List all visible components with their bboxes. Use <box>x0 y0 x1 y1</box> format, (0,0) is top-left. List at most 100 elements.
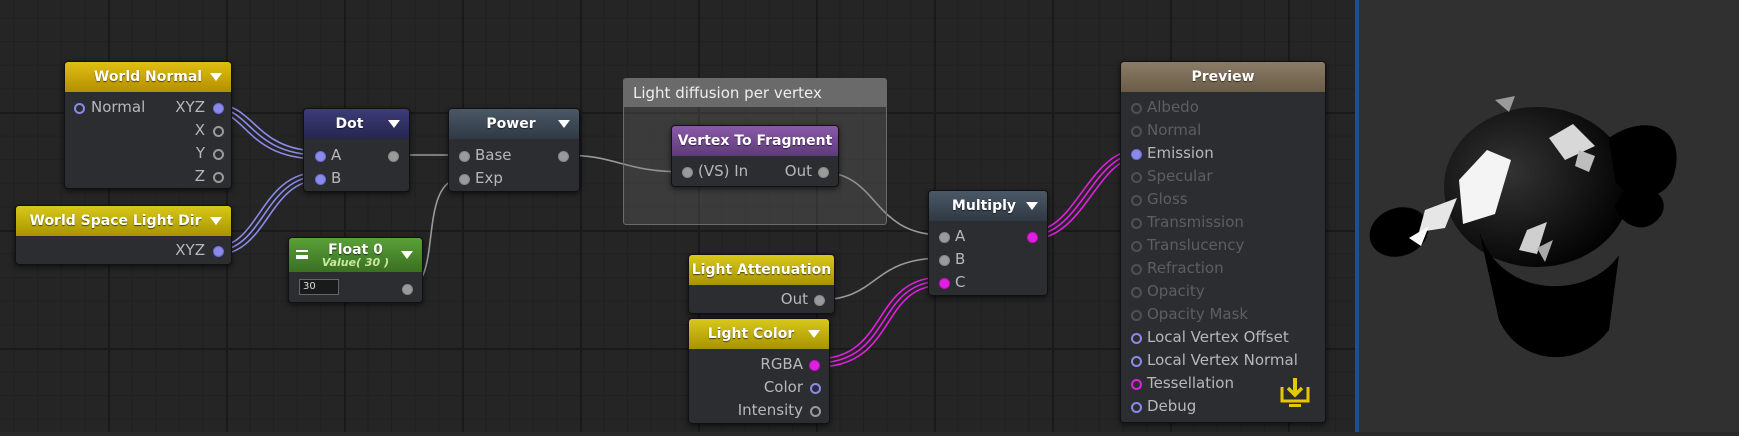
port-label: Gloss <box>1147 190 1188 208</box>
port-label: Refraction <box>1147 259 1224 277</box>
node-header[interactable]: Preview <box>1121 62 1325 92</box>
input-port-refraction[interactable] <box>1131 264 1142 275</box>
output-port-x[interactable] <box>213 126 224 137</box>
output-port-y[interactable] <box>213 149 224 160</box>
preview-model-monkey-head <box>1369 96 1677 358</box>
node-multiply[interactable]: Multiply A B C <box>928 190 1048 296</box>
node-vertex-to-fragment[interactable]: Vertex To Fragment (VS) In Out <box>671 125 839 187</box>
input-port-local-vertex-normal[interactable] <box>1131 356 1142 367</box>
input-port-albedo[interactable] <box>1131 103 1142 114</box>
port-label: Debug <box>1147 397 1197 415</box>
input-port-a[interactable] <box>315 151 326 162</box>
input-port-c[interactable] <box>939 278 950 289</box>
port-label: Emission <box>1147 144 1214 162</box>
group-title: Light diffusion per vertex <box>624 79 886 107</box>
dropdown-triangle-icon[interactable] <box>558 120 570 128</box>
output-port-z[interactable] <box>213 172 224 183</box>
port-label: B <box>331 169 342 187</box>
node-title: Power <box>486 116 536 132</box>
node-world-normal[interactable]: World Normal Normal XYZ X Y Z <box>64 61 232 189</box>
port-label: Normal <box>91 98 146 116</box>
input-port-transmission[interactable] <box>1131 218 1142 229</box>
preview-viewport[interactable] <box>1359 0 1739 432</box>
port-label: XYZ <box>175 98 205 116</box>
output-port[interactable] <box>388 151 399 162</box>
input-port-local-vertex-offset[interactable] <box>1131 333 1142 344</box>
node-light-color[interactable]: Light Color RGBA Color Intensity <box>688 318 830 424</box>
port-label: RGBA <box>760 355 803 373</box>
input-port-base[interactable] <box>459 151 470 162</box>
node-output-preview[interactable]: Preview Albedo Normal Emission Specular … <box>1120 61 1326 423</box>
node-title: Vertex To Fragment <box>677 133 833 149</box>
output-port-intensity[interactable] <box>810 406 821 417</box>
node-header[interactable]: Light Attenuation <box>689 255 834 285</box>
float-value-input[interactable]: 30 <box>299 279 339 295</box>
port-label: A <box>331 146 342 164</box>
dropdown-triangle-icon[interactable] <box>401 251 413 259</box>
output-port[interactable] <box>558 151 569 162</box>
port-label: Z <box>194 167 205 185</box>
port-label: Local Vertex Offset <box>1147 328 1289 346</box>
input-port-normal[interactable] <box>74 103 85 114</box>
node-dot[interactable]: Dot A B <box>303 108 410 192</box>
node-header[interactable]: World Space Light Dir <box>16 206 231 236</box>
node-float-0[interactable]: Float 0 Value( 30 ) 30 <box>288 237 423 303</box>
port-label: Opacity Mask <box>1147 305 1249 323</box>
port-label: Color <box>763 378 803 396</box>
save-to-file-icon[interactable] <box>1277 373 1313 409</box>
input-port-b[interactable] <box>315 174 326 185</box>
input-port-a[interactable] <box>939 232 950 243</box>
node-header[interactable]: Float 0 Value( 30 ) <box>289 238 422 272</box>
node-group-light-diffusion[interactable]: Light diffusion per vertex <box>623 78 887 225</box>
input-port-opacity-mask[interactable] <box>1131 310 1142 321</box>
dropdown-triangle-icon[interactable] <box>388 120 400 128</box>
node-title: Preview <box>1191 69 1255 85</box>
node-header[interactable]: World Normal <box>65 62 231 92</box>
port-label: B <box>955 250 966 268</box>
port-label: Transmission <box>1147 213 1244 231</box>
output-port[interactable] <box>402 284 413 295</box>
node-header[interactable]: Dot <box>304 109 409 139</box>
output-port-out[interactable] <box>818 167 829 178</box>
output-port-xyz[interactable] <box>213 246 224 257</box>
node-light-attenuation[interactable]: Light Attenuation Out <box>688 254 835 314</box>
input-port-opacity[interactable] <box>1131 287 1142 298</box>
input-port-emission[interactable] <box>1131 149 1142 160</box>
output-port-color[interactable] <box>810 383 821 394</box>
node-power[interactable]: Power Base Exp <box>448 108 580 192</box>
panel-divider[interactable] <box>1355 0 1359 432</box>
hamburger-menu-icon[interactable] <box>296 250 308 259</box>
node-header[interactable]: Vertex To Fragment <box>672 126 838 156</box>
port-label: Out <box>784 162 812 180</box>
output-port[interactable] <box>1027 232 1038 243</box>
input-port-b[interactable] <box>939 255 950 266</box>
input-port-vs-in[interactable] <box>682 167 693 178</box>
port-label: Y <box>195 144 205 162</box>
node-header[interactable]: Power <box>449 109 579 139</box>
dropdown-triangle-icon[interactable] <box>1026 202 1038 210</box>
input-port-translucency[interactable] <box>1131 241 1142 252</box>
port-label: Base <box>475 146 512 164</box>
input-port-gloss[interactable] <box>1131 195 1142 206</box>
node-title: World Space Light Dir <box>29 213 202 229</box>
node-subtitle: Value( 30 ) <box>321 255 390 269</box>
input-port-debug[interactable] <box>1131 402 1142 413</box>
output-port-out[interactable] <box>814 295 825 306</box>
dropdown-triangle-icon[interactable] <box>808 330 820 338</box>
input-port-specular[interactable] <box>1131 172 1142 183</box>
input-port-normal[interactable] <box>1131 126 1142 137</box>
port-label: Tessellation <box>1147 374 1234 392</box>
port-label: (VS) In <box>698 162 749 180</box>
node-world-space-light-dir[interactable]: World Space Light Dir XYZ <box>15 205 232 265</box>
input-port-exp[interactable] <box>459 174 470 185</box>
output-port-rgba[interactable] <box>809 360 820 371</box>
node-header[interactable]: Light Color <box>689 319 829 349</box>
port-label: Local Vertex Normal <box>1147 351 1298 369</box>
node-header[interactable]: Multiply <box>929 191 1047 221</box>
node-title: Light Color <box>707 326 795 342</box>
dropdown-triangle-icon[interactable] <box>210 73 222 81</box>
input-port-tessellation[interactable] <box>1131 379 1142 390</box>
dropdown-triangle-icon[interactable] <box>210 217 222 225</box>
output-port-xyz[interactable] <box>213 103 224 114</box>
port-label: Opacity <box>1147 282 1205 300</box>
